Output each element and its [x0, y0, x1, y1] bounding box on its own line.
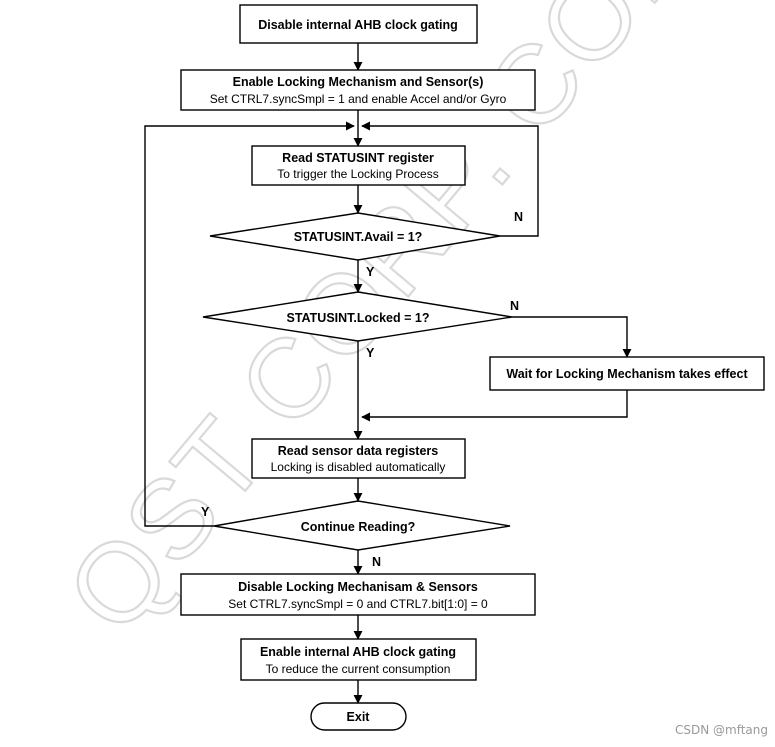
- decision-no-label: N: [514, 210, 523, 224]
- step-title: Enable Locking Mechanism and Sensor(s): [233, 75, 484, 89]
- decision-no-label: N: [510, 299, 519, 313]
- connectors: [144, 43, 632, 704]
- process-box: [251, 145, 466, 186]
- decision-question: Continue Reading?: [301, 520, 416, 534]
- step-subtitle: Set CTRL7.syncSmpl = 0 and CTRL7.bit[1:0…: [228, 597, 488, 611]
- decision-yes-label: Y: [366, 346, 375, 360]
- decision-continue-reading: Continue Reading? Y N: [201, 500, 511, 569]
- decision-question: STATUSINT.Locked = 1?: [287, 311, 430, 325]
- decision-yes-label: Y: [201, 505, 210, 519]
- step-disable-ahb-clock-gating: Disable internal AHB clock gating: [239, 4, 478, 44]
- exit-label: Exit: [347, 710, 371, 724]
- decision-diamond: [213, 500, 511, 551]
- step-subtitle: To reduce the current consumption: [266, 662, 451, 676]
- step-disable-locking-mechanism: Disable Locking Mechanisam & Sensors Set…: [180, 573, 536, 616]
- credit-text: CSDN @mftang: [675, 723, 768, 737]
- step-subtitle: To trigger the Locking Process: [277, 167, 438, 181]
- arrow-avail-no-loop: [361, 121, 539, 237]
- process-box: [180, 69, 536, 111]
- step-read-sensor-data: Read sensor data registers Locking is di…: [251, 438, 466, 479]
- process-box: [239, 4, 478, 44]
- decision-yes-label: Y: [366, 265, 375, 279]
- process-box: [251, 438, 466, 479]
- terminator-exit: Exit: [310, 702, 407, 731]
- step-wait-for-locking: Wait for Locking Mechanism takes effect: [489, 356, 765, 391]
- decision-diamond: [202, 291, 513, 342]
- step-enable-ahb-clock-gating: Enable internal AHB clock gating To redu…: [240, 638, 477, 681]
- arrow-locked-no: [512, 316, 632, 358]
- step-title: Read STATUSINT register: [282, 151, 434, 165]
- step-title: Disable internal AHB clock gating: [258, 18, 458, 32]
- step-title: Disable Locking Mechanisam & Sensors: [238, 580, 478, 594]
- step-title: Wait for Locking Mechanism takes effect: [506, 367, 748, 381]
- process-box: [489, 356, 765, 391]
- process-box: [180, 573, 536, 616]
- decision-diamond: [209, 212, 501, 261]
- decision-question: STATUSINT.Avail = 1?: [294, 230, 423, 244]
- process-box: [240, 638, 477, 681]
- step-subtitle: Locking is disabled automatically: [271, 460, 446, 474]
- decision-no-label: N: [372, 555, 381, 569]
- step-subtitle: Set CTRL7.syncSmpl = 1 and enable Accel …: [210, 92, 507, 106]
- step-enable-locking-mechanism: Enable Locking Mechanism and Sensor(s) S…: [180, 69, 536, 111]
- decision-statusint-locked: STATUSINT.Locked = 1? N Y: [202, 291, 519, 360]
- arrow-continue-yes-loop: [144, 121, 355, 527]
- step-title: Read sensor data registers: [278, 444, 439, 458]
- step-read-statusint-register: Read STATUSINT register To trigger the L…: [251, 145, 466, 186]
- decision-statusint-avail: STATUSINT.Avail = 1? N Y: [209, 210, 523, 279]
- step-title: Enable internal AHB clock gating: [260, 645, 456, 659]
- terminator-shape: [310, 702, 407, 731]
- arrow-wait-return: [361, 390, 628, 422]
